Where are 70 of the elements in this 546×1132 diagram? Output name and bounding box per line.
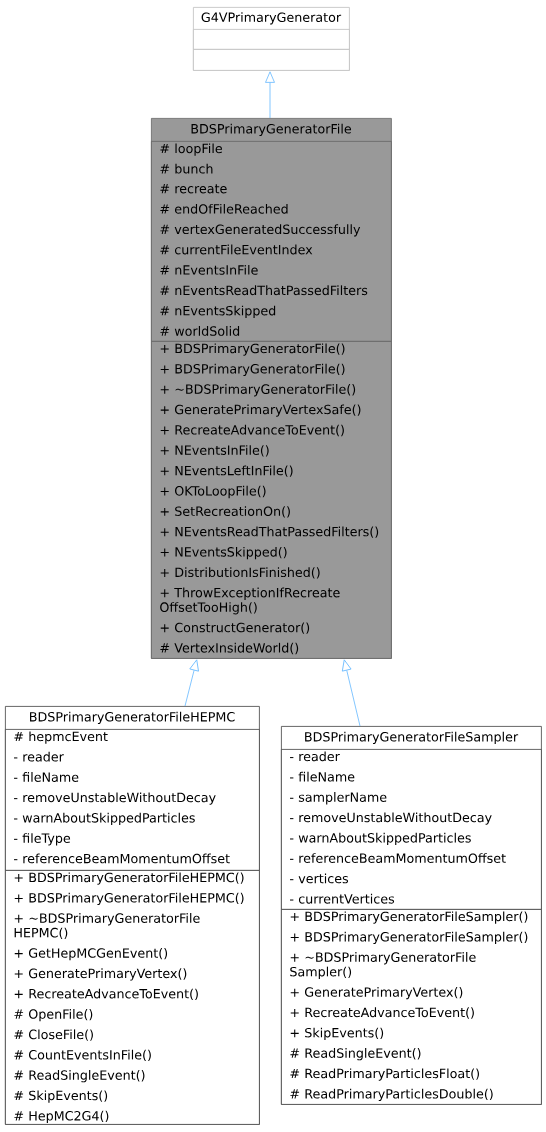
class-name: BDSPrimaryGeneratorFile	[191, 123, 351, 136]
member-entry: # nEventsSkipped	[160, 305, 276, 318]
member-entry: + RecreateAdvanceToEvent()	[290, 1007, 474, 1019]
member-entry: # worldSolid	[160, 326, 240, 336]
member-entry: + BDSPrimaryGeneratorFile()	[160, 343, 345, 356]
member-entry: # nEventsInFile	[160, 264, 258, 275]
member-entry: # vertexGeneratedSuccessfully	[160, 224, 361, 237]
member-entry: # OpenFile()	[14, 1009, 93, 1022]
member-entry: + OKToLoopFile()	[160, 485, 266, 499]
member-entry: + ~BDSPrimaryGeneratorFile()	[160, 384, 356, 397]
member-entry: + GeneratePrimaryVertexSafe()	[160, 404, 361, 417]
member-entry: + DistributionIsFinished()	[160, 567, 320, 579]
class-name: BDSPrimaryGeneratorFileSampler	[305, 731, 519, 744]
member-entry: + RecreateAdvanceToEvent()	[160, 424, 344, 437]
member-entry: - fileType	[14, 833, 71, 846]
member-entry: + NEventsReadThatPassedFilters()	[160, 526, 379, 538]
member-entry: - warnAboutSkippedParticles	[14, 812, 195, 826]
member-entry: - fileName	[14, 772, 79, 782]
member-compartment	[193, 49, 350, 71]
member-entry: + SetRecreationOn()	[160, 506, 290, 518]
member-entry: + GetHepMCGenEvent()	[14, 948, 168, 961]
member-entry: - reader	[14, 751, 64, 762]
member-entry: + BDSPrimaryGeneratorFileSampler()	[290, 911, 528, 924]
member-entry: # endOfFileReached	[160, 203, 288, 214]
member-entry: - currentVertices	[290, 893, 395, 904]
member-entry: + ~BDSPrimaryGeneratorFile Sampler()	[290, 952, 476, 979]
member-compartment	[193, 29, 350, 50]
member-entry: - warnAboutSkippedParticles	[290, 832, 471, 846]
member-entry: + GeneratePrimaryVertex()	[290, 987, 463, 1000]
member-entry: # CountEventsInFile()	[14, 1049, 151, 1062]
member-entry: - vertices	[290, 873, 349, 884]
member-entry: # hepmcEvent	[14, 731, 108, 744]
member-entry: - reader	[290, 751, 340, 762]
member-entry: # SkipEvents()	[14, 1090, 108, 1103]
member-entry: + BDSPrimaryGeneratorFileHEPMC()	[14, 892, 244, 906]
member-entry: + ~BDSPrimaryGeneratorFile HEPMC()	[14, 913, 200, 939]
member-entry: + NEventsSkipped()	[160, 546, 287, 560]
member-entry: + ConstructGenerator()	[160, 622, 310, 634]
member-entry: - fileName	[290, 771, 355, 782]
member-entry: - referenceBeamMomentumOffset	[290, 853, 506, 863]
member-entry: - samplerName	[290, 792, 387, 805]
member-entry: + GeneratePrimaryVertex()	[14, 968, 187, 981]
member-entry: # ReadPrimaryParticlesFloat()	[290, 1068, 479, 1081]
member-entry: # ReadPrimaryParticlesDouble()	[290, 1088, 493, 1102]
member-entry: + BDSPrimaryGeneratorFile()	[160, 363, 345, 377]
member-entry: # bunch	[160, 163, 213, 174]
member-entry: - referenceBeamMomentumOffset	[14, 853, 230, 864]
member-entry: # recreate	[160, 184, 227, 194]
member-entry: + ThrowExceptionIfRecreate OffsetTooHigh()	[160, 587, 340, 615]
member-entry: # nEventsReadThatPassedFilters	[160, 285, 368, 296]
inheritance-arrow	[341, 659, 361, 727]
member-entry: # ReadSingleEvent()	[290, 1048, 421, 1061]
inheritance-arrow	[265, 71, 275, 119]
member-entry: # currentFileEventIndex	[160, 244, 313, 255]
member-entry: + BDSPrimaryGeneratorFileHEPMC()	[14, 872, 244, 885]
member-entry: + SkipEvents()	[290, 1027, 384, 1040]
member-entry: # VertexInsideWorld()	[160, 642, 299, 655]
member-entry: - removeUnstableWithoutDecay	[14, 792, 216, 805]
member-entry: + BDSPrimaryGeneratorFileSampler()	[290, 931, 528, 945]
member-entry: + NEventsLeftInFile()	[160, 465, 293, 477]
class-name: G4VPrimaryGenerator	[201, 12, 342, 25]
member-entry: # CloseFile()	[14, 1029, 93, 1041]
inheritance-arrow	[184, 659, 199, 707]
member-entry: # loopFile	[160, 143, 222, 156]
member-entry: # HepMC2G4()	[14, 1110, 109, 1124]
member-entry: + RecreateAdvanceToEvent()	[14, 988, 198, 1000]
member-entry: + NEventsInFile()	[160, 445, 269, 457]
member-entry: - removeUnstableWithoutDecay	[290, 812, 492, 825]
member-entry: # ReadSingleEvent()	[14, 1070, 145, 1083]
class-name: BDSPrimaryGeneratorFileHEPMC	[30, 711, 235, 724]
